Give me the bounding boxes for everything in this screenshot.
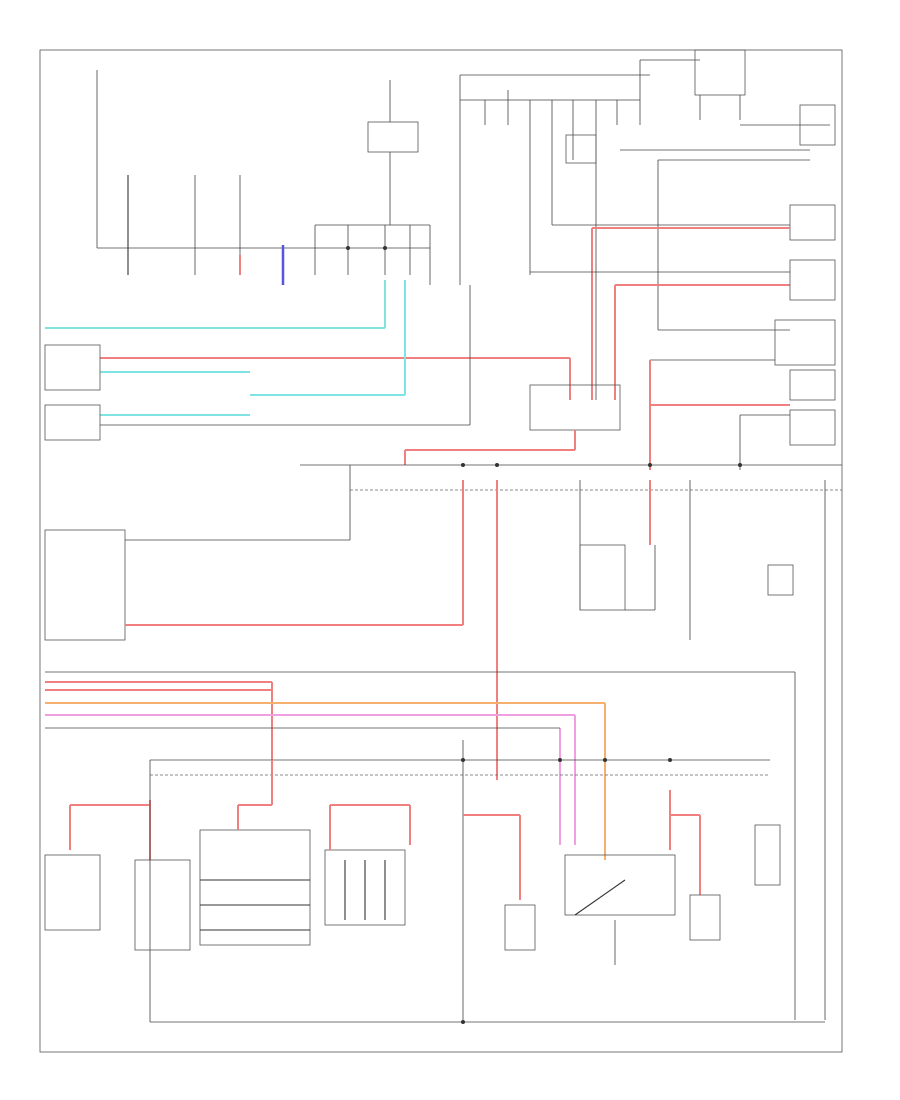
- right-side-connectors: [530, 104, 836, 470]
- left-switch-section: [44, 280, 571, 441]
- central-bus: [300, 384, 842, 1020]
- bottom-components: [44, 740, 825, 1023]
- diagram-border: [39, 49, 843, 1053]
- top-connector-row: [459, 49, 746, 400]
- junction-dots: [346, 246, 742, 1024]
- fuse-box-top-left: [96, 70, 431, 285]
- combination-switch: [44, 529, 463, 641]
- lower-harness: [45, 671, 796, 1020]
